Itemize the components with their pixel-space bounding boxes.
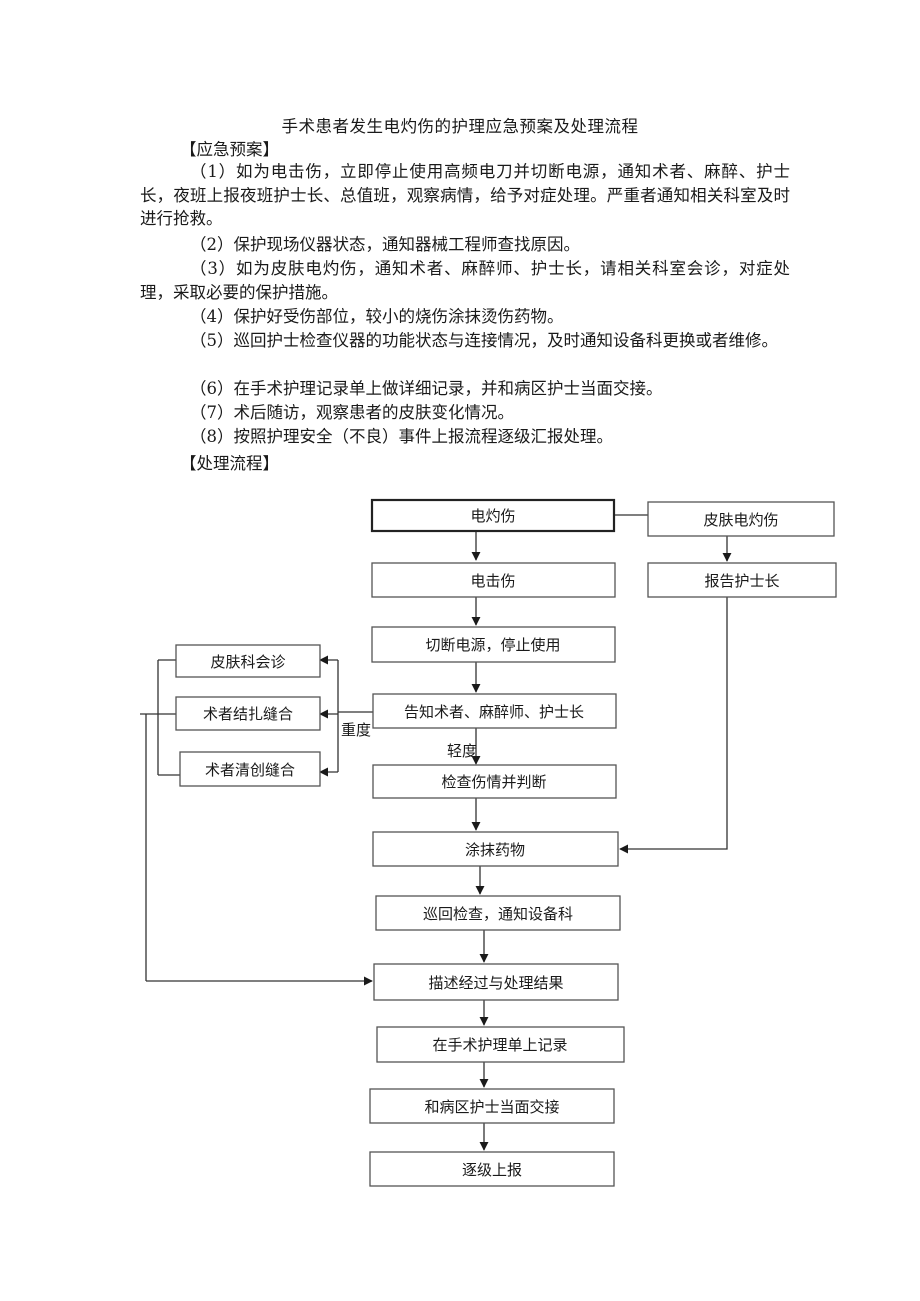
paragraph-7: （7）术后随访，观察患者的皮肤变化情况。 bbox=[190, 403, 514, 422]
emergency-plan-heading: 【应急预案】 bbox=[180, 140, 279, 159]
node-cut-power: 切断电源，停止使用 bbox=[425, 636, 560, 654]
node-surgeon-ligate: 术者结扎缝合 bbox=[203, 705, 293, 723]
node-check-injury: 检查伤情并判断 bbox=[441, 773, 546, 791]
node-describe-process: 描述经过与处理结果 bbox=[428, 974, 563, 992]
label-severe: 重度 bbox=[341, 721, 371, 739]
node-electric-shock: 电击伤 bbox=[470, 572, 515, 590]
node-burn: 电灼伤 bbox=[470, 507, 515, 525]
node-record: 在手术护理单上记录 bbox=[432, 1036, 567, 1054]
paragraph-6: （6）在手术护理记录单上做详细记录，并和病区护士当面交接。 bbox=[190, 379, 663, 398]
paragraph-1: （1）如为电击伤，立即停止使用高频电刀并切断电源，通知术者、麻醉、护士长，夜班上… bbox=[140, 162, 790, 228]
node-notify: 告知术者、麻醉师、护士长 bbox=[404, 703, 584, 721]
node-derm-consult: 皮肤科会诊 bbox=[210, 653, 285, 671]
paragraph-5: （5）巡回护士检查仪器的功能状态与连接情况，及时通知设备科更换或者维修。 bbox=[190, 331, 778, 350]
document-title: 手术患者发生电灼伤的护理应急预案及处理流程 bbox=[281, 117, 639, 136]
paragraph-3: （3）如为皮肤电灼伤，通知术者、麻醉师、护士长，请相关科室会诊，对症处理，采取必… bbox=[140, 259, 790, 302]
node-apply-medicine: 涂抹药物 bbox=[465, 841, 525, 859]
node-report-up: 逐级上报 bbox=[462, 1161, 522, 1179]
node-surgeon-debride: 术者清创缝合 bbox=[205, 761, 295, 779]
node-round-check: 巡回检查，通知设备科 bbox=[423, 905, 573, 923]
paragraph-4: （4）保护好受伤部位，较小的烧伤涂抹烫伤药物。 bbox=[190, 307, 564, 326]
label-mild: 轻度 bbox=[447, 742, 477, 760]
process-flow-heading: 【处理流程】 bbox=[180, 454, 279, 473]
paragraph-8: （8）按照护理安全（不良）事件上报流程逐级汇报处理。 bbox=[190, 427, 613, 446]
node-handover: 和病区护士当面交接 bbox=[424, 1098, 559, 1116]
paragraph-2: （2）保护现场仪器状态，通知器械工程师查找原因。 bbox=[190, 235, 580, 254]
node-skin-burn: 皮肤电灼伤 bbox=[703, 511, 778, 529]
node-report-head-nurse: 报告护士长 bbox=[704, 572, 779, 590]
